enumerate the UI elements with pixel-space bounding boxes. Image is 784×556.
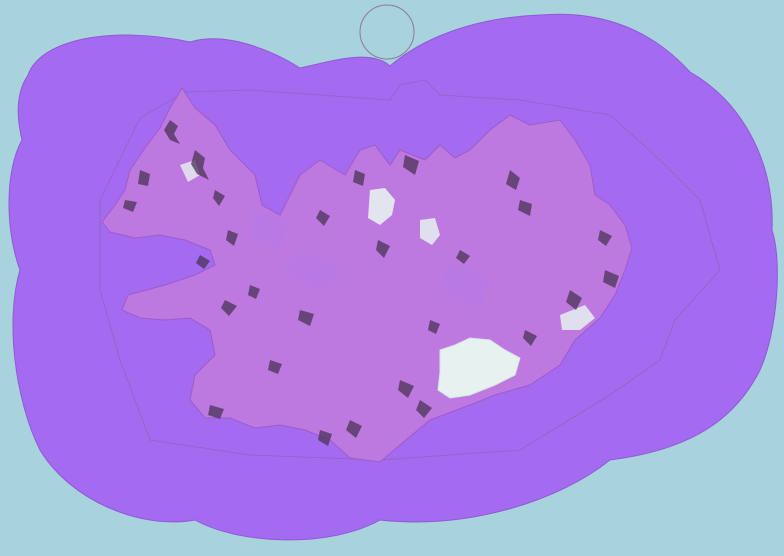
terrain-patch xyxy=(226,230,238,246)
terrain-patch xyxy=(346,420,362,438)
terrain-patch xyxy=(316,210,330,226)
terrain-patch xyxy=(518,200,532,216)
terrain-patch xyxy=(566,290,582,310)
terrain-patch xyxy=(268,360,282,374)
relief-patch xyxy=(440,260,490,310)
terrain-patch xyxy=(138,170,150,186)
terrain-patch xyxy=(213,190,225,206)
terrain-patch xyxy=(523,330,537,346)
terrain-patch xyxy=(221,300,237,316)
terrain-patch xyxy=(196,255,210,269)
terrain-patch xyxy=(456,250,470,264)
terrain-patch xyxy=(428,320,440,334)
relief-detail xyxy=(250,210,490,310)
terrain-patch xyxy=(248,285,260,299)
terrain-patch xyxy=(164,120,180,144)
terrain-patch xyxy=(506,170,520,190)
relief-patch xyxy=(250,210,290,250)
glacier-vatnajokull xyxy=(437,337,521,399)
terrain-patch xyxy=(298,310,314,326)
terrain-patch xyxy=(123,200,137,212)
terrain-patch xyxy=(603,270,619,288)
glacier-hofsjokull xyxy=(420,218,440,245)
terrain-shading xyxy=(123,120,619,446)
terrain-patch xyxy=(191,150,209,180)
terrain-patch xyxy=(398,380,414,398)
terrain-patch xyxy=(376,240,390,258)
terrain-patch xyxy=(353,170,365,186)
glacier-southeast xyxy=(560,305,595,330)
relief-patch xyxy=(280,250,350,290)
terrain-patch xyxy=(318,430,332,446)
circle-outline-icon[interactable] xyxy=(359,4,415,60)
terrain-patch xyxy=(416,400,432,418)
terrain-patch xyxy=(208,405,224,419)
boundary-line xyxy=(99,79,721,461)
terrain-patch xyxy=(403,155,419,175)
terrain-patch xyxy=(598,230,612,246)
glacier-langjokull xyxy=(368,188,395,225)
